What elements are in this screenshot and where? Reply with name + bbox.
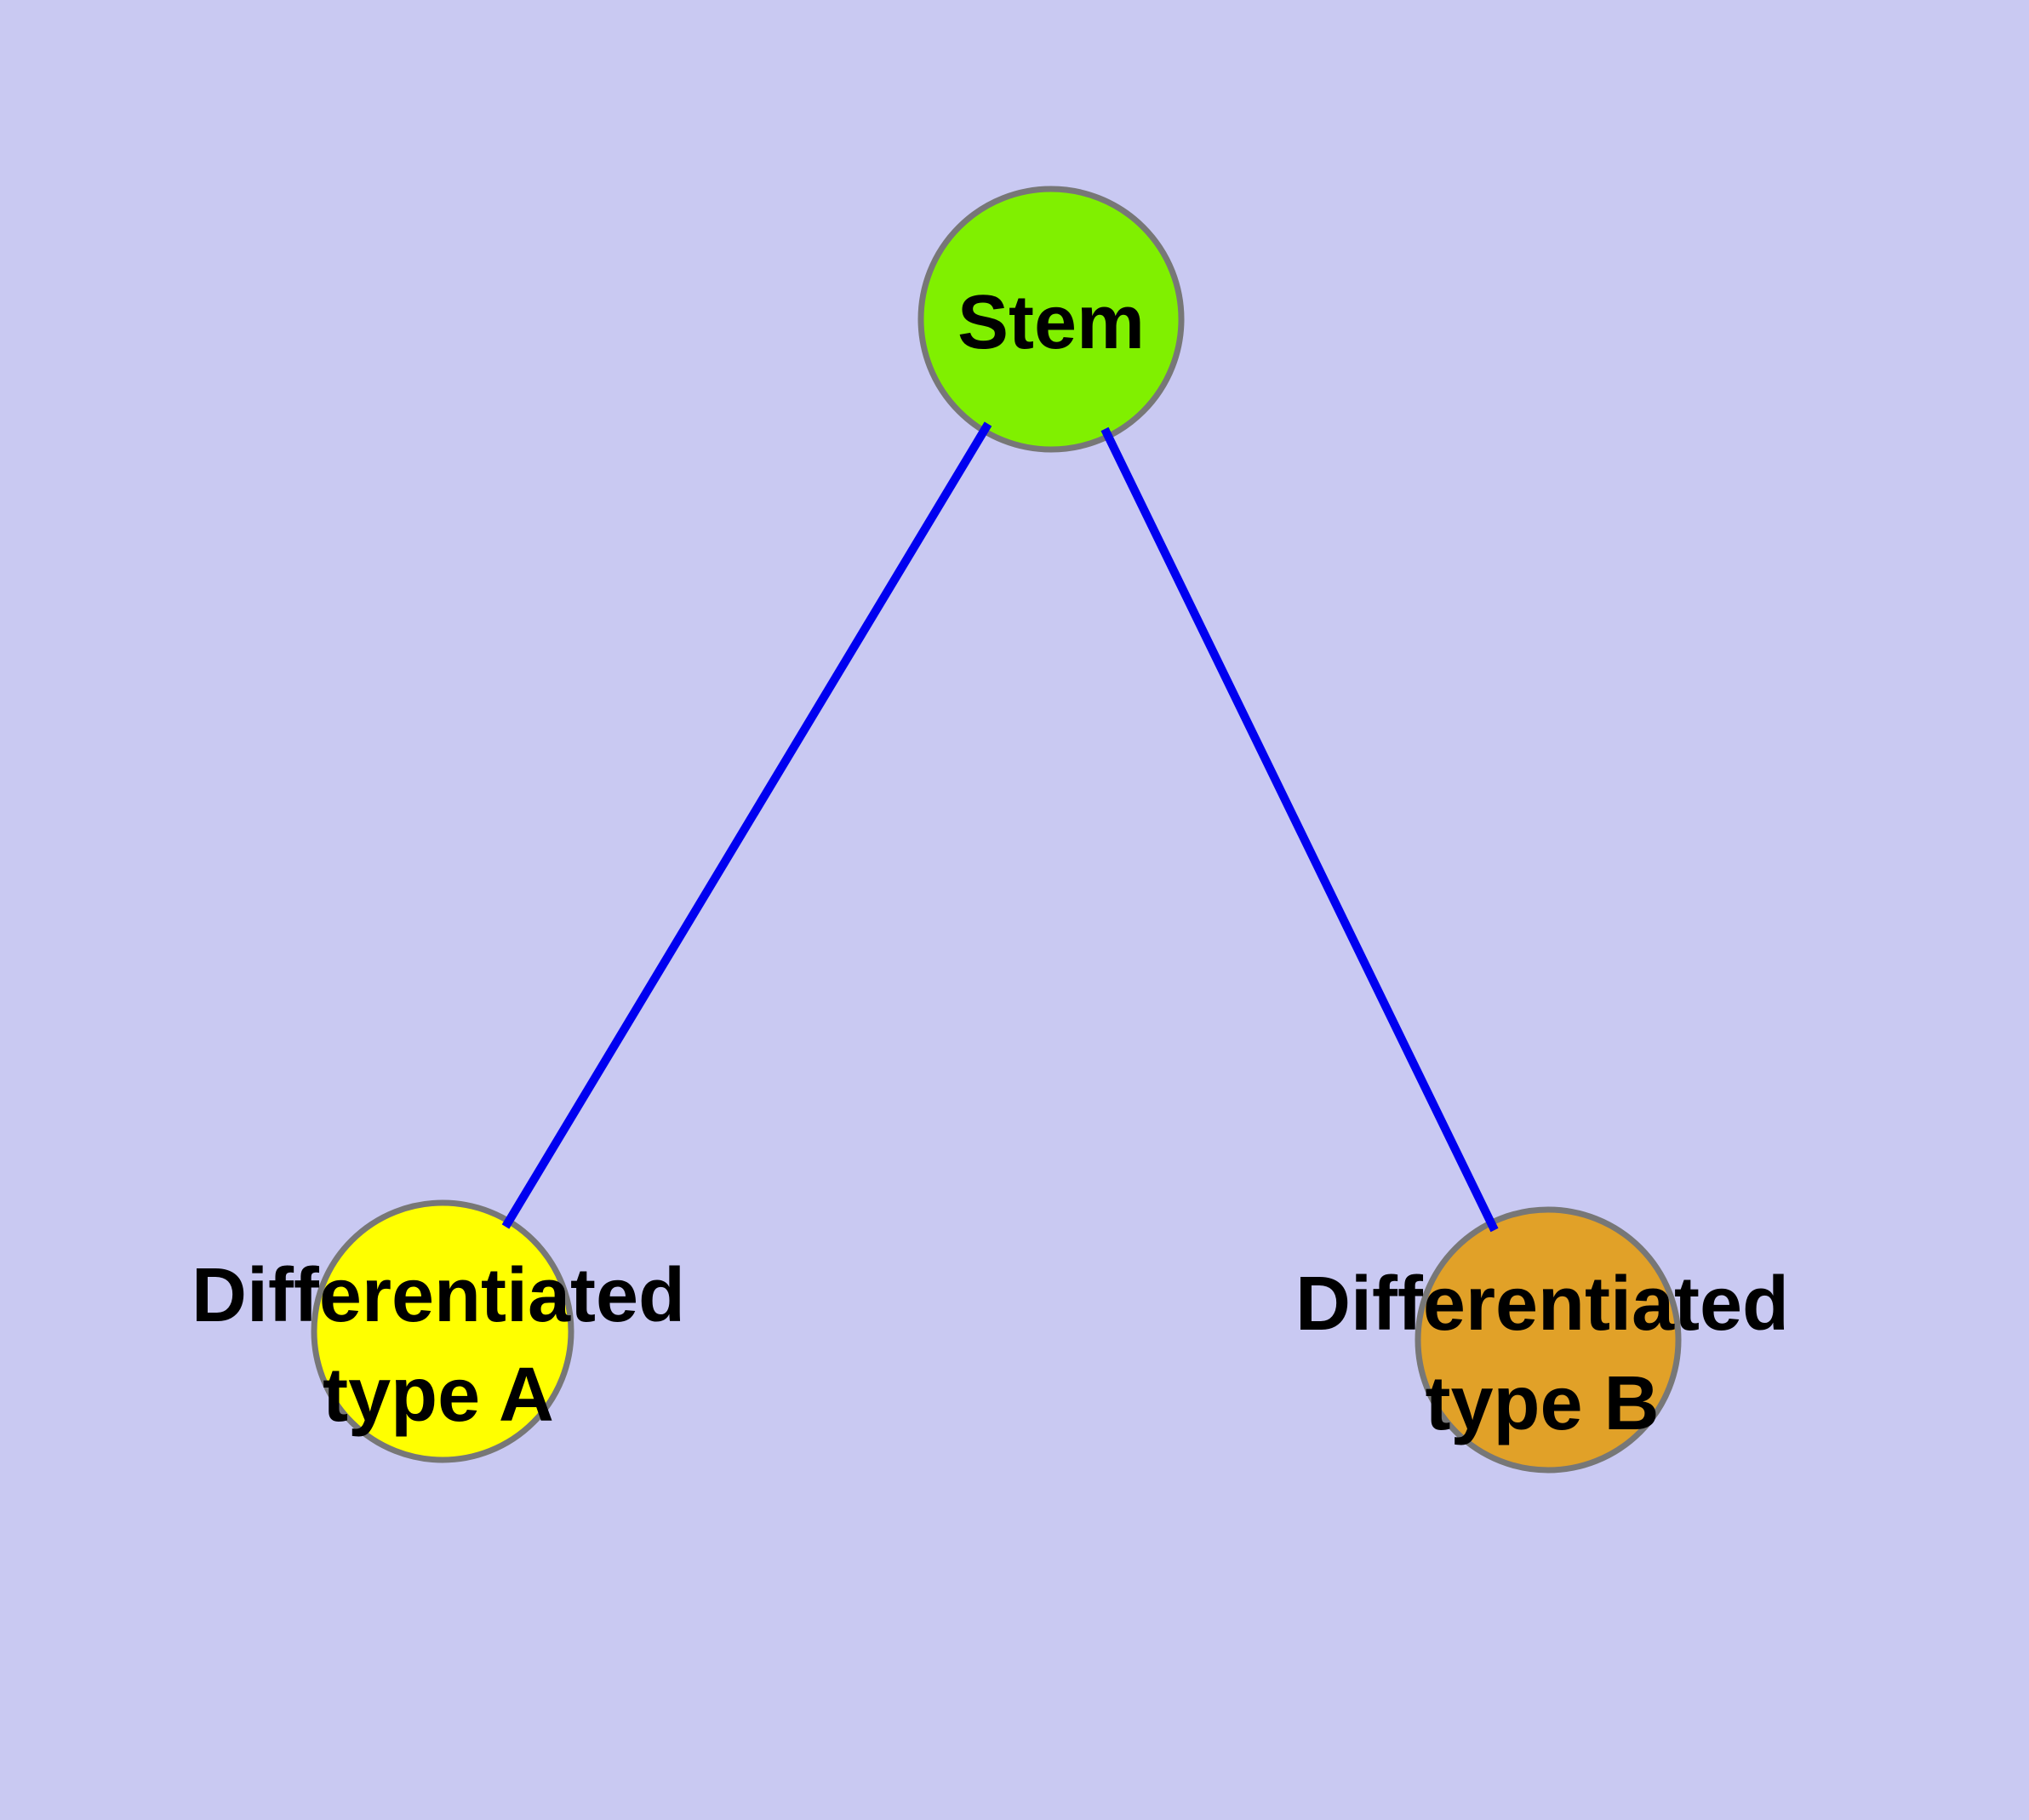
label-type-b-line1: Differentiated <box>1295 1262 1789 1347</box>
node-differentiated-type-a <box>311 1199 574 1463</box>
node-stem <box>917 186 1185 453</box>
label-stem: Stem <box>957 280 1145 365</box>
edge-stem-to-type-b <box>1100 426 1499 1233</box>
label-type-a-line2: type A <box>323 1353 554 1438</box>
edge-stem-to-type-a <box>501 421 992 1229</box>
label-type-a-line1: Differentiated <box>191 1253 685 1338</box>
label-type-b-line2: type B <box>1425 1361 1659 1446</box>
node-differentiated-type-b <box>1415 1206 1682 1474</box>
